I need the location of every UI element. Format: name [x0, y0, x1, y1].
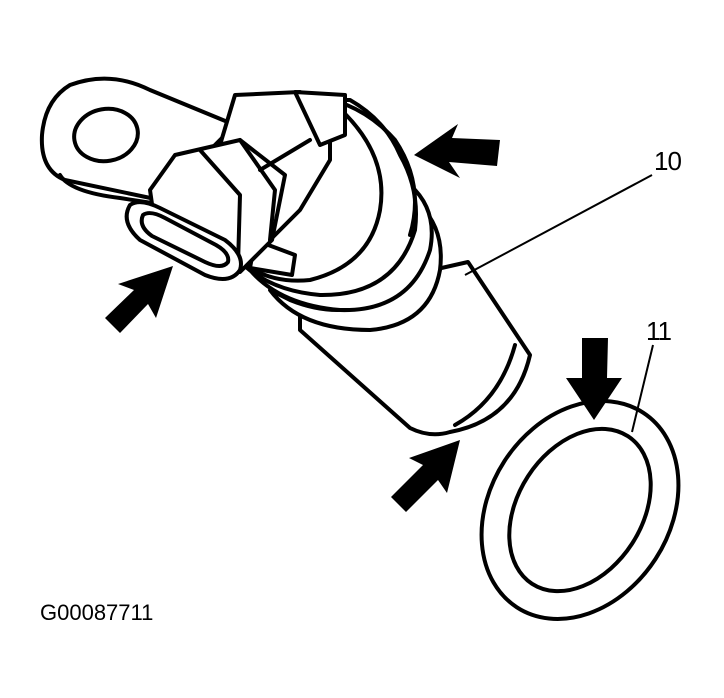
arrow-tip	[391, 440, 460, 512]
figure-id: G00087711	[40, 600, 153, 625]
callout-label-11: 11	[646, 316, 672, 346]
connector-opening	[124, 200, 243, 281]
leader-line-10	[464, 174, 653, 276]
arrow-oring	[566, 338, 622, 420]
callout-label-10: 10	[654, 146, 681, 176]
o-ring	[479, 399, 681, 621]
arrow-connector	[105, 266, 173, 333]
leader-line-11	[631, 344, 654, 433]
arrow-flange	[414, 124, 500, 178]
